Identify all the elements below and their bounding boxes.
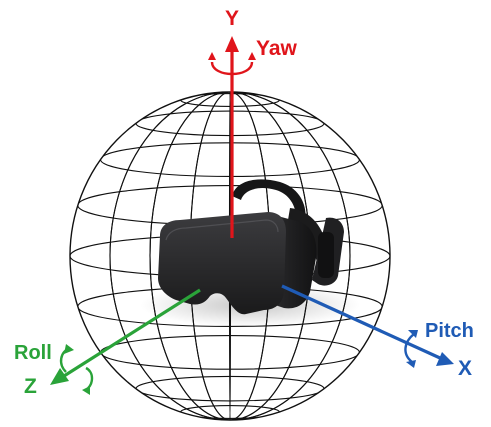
y-axis-letter: Y <box>225 7 239 30</box>
x-axis: X Pitch <box>281 284 474 380</box>
y-axis: Y Yaw <box>208 7 298 238</box>
yaw-label: Yaw <box>256 37 298 60</box>
z-axis-arrowhead <box>50 368 69 385</box>
vr-headset-icon <box>140 179 360 327</box>
roll-rotation-icon <box>59 344 94 395</box>
headset-headphone <box>318 232 334 278</box>
headset-visor-highlight <box>165 219 279 241</box>
z-axis-line <box>63 288 201 378</box>
z-axis: Z Roll <box>14 288 201 398</box>
headset-top-strap <box>232 179 306 224</box>
x-axis-line <box>281 284 441 360</box>
roll-label: Roll <box>14 342 52 364</box>
z-axis-letter: Z <box>24 375 37 398</box>
x-axis-arrowhead <box>436 352 454 366</box>
yaw-rotation-icon <box>208 52 256 76</box>
x-axis-letter: X <box>458 357 472 380</box>
pitch-rotation-icon <box>404 330 418 368</box>
headset-visor-front <box>158 212 286 315</box>
sphere-outline <box>69 91 391 421</box>
pitch-label: Pitch <box>425 320 474 342</box>
y-axis-arrowhead <box>225 36 239 52</box>
